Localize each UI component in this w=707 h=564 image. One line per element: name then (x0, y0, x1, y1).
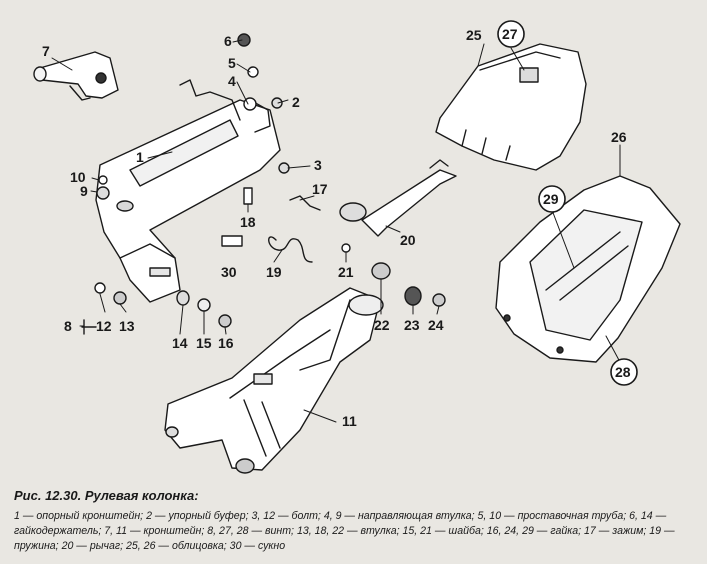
callout-labels: 1 2 3 4 5 6 7 8 9 10 11 12 13 14 15 16 1… (42, 26, 631, 429)
callout-30: 30 (221, 264, 237, 280)
figure-caption-title: Рис. 12.30. Рулевая колонка: (14, 488, 199, 503)
callout-7: 7 (42, 43, 50, 59)
callout-2: 2 (292, 94, 300, 110)
callout-19: 19 (266, 264, 282, 280)
callout-5: 5 (228, 55, 236, 71)
callout-8: 8 (64, 318, 72, 334)
callout-18: 18 (240, 214, 256, 230)
callout-9: 9 (80, 183, 88, 199)
leader-lines (51, 39, 621, 423)
callout-21: 21 (338, 264, 354, 280)
callout-13: 13 (119, 318, 135, 334)
callout-24: 24 (428, 317, 444, 333)
callout-20: 20 (400, 232, 416, 248)
callout-26: 26 (611, 129, 627, 145)
callout-1: 1 (136, 149, 144, 165)
callout-16: 16 (218, 335, 234, 351)
part-7-bracket (33, 51, 119, 101)
callout-17: 17 (312, 181, 328, 197)
callout-15: 15 (196, 335, 212, 351)
steering-column-diagram: 1 2 3 4 5 6 7 8 9 10 11 12 13 14 15 16 1… (33, 20, 681, 474)
callout-25: 25 (466, 27, 482, 43)
small-hardware (81, 33, 446, 335)
part-11-lower-bracket (164, 287, 384, 474)
callout-29: 29 (543, 191, 559, 207)
callout-28: 28 (615, 364, 631, 380)
callout-4: 4 (228, 73, 236, 89)
callout-3: 3 (314, 157, 322, 173)
figure-caption-legend: 1 — опорный кронштейн; 2 — упорный буфер… (14, 510, 675, 552)
part-20-lever (361, 159, 457, 237)
callout-6: 6 (224, 33, 232, 49)
part-1-support-bracket (95, 79, 281, 303)
callout-10: 10 (70, 169, 86, 185)
callout-22: 22 (374, 317, 390, 333)
callout-27: 27 (502, 26, 518, 42)
part-26-lower-trim (495, 175, 681, 363)
callout-11: 11 (342, 413, 357, 429)
callout-circles (497, 20, 638, 386)
part-25-upper-trim (435, 43, 587, 171)
callout-12: 12 (96, 318, 112, 334)
callout-14: 14 (172, 335, 188, 351)
callout-23: 23 (404, 317, 420, 333)
